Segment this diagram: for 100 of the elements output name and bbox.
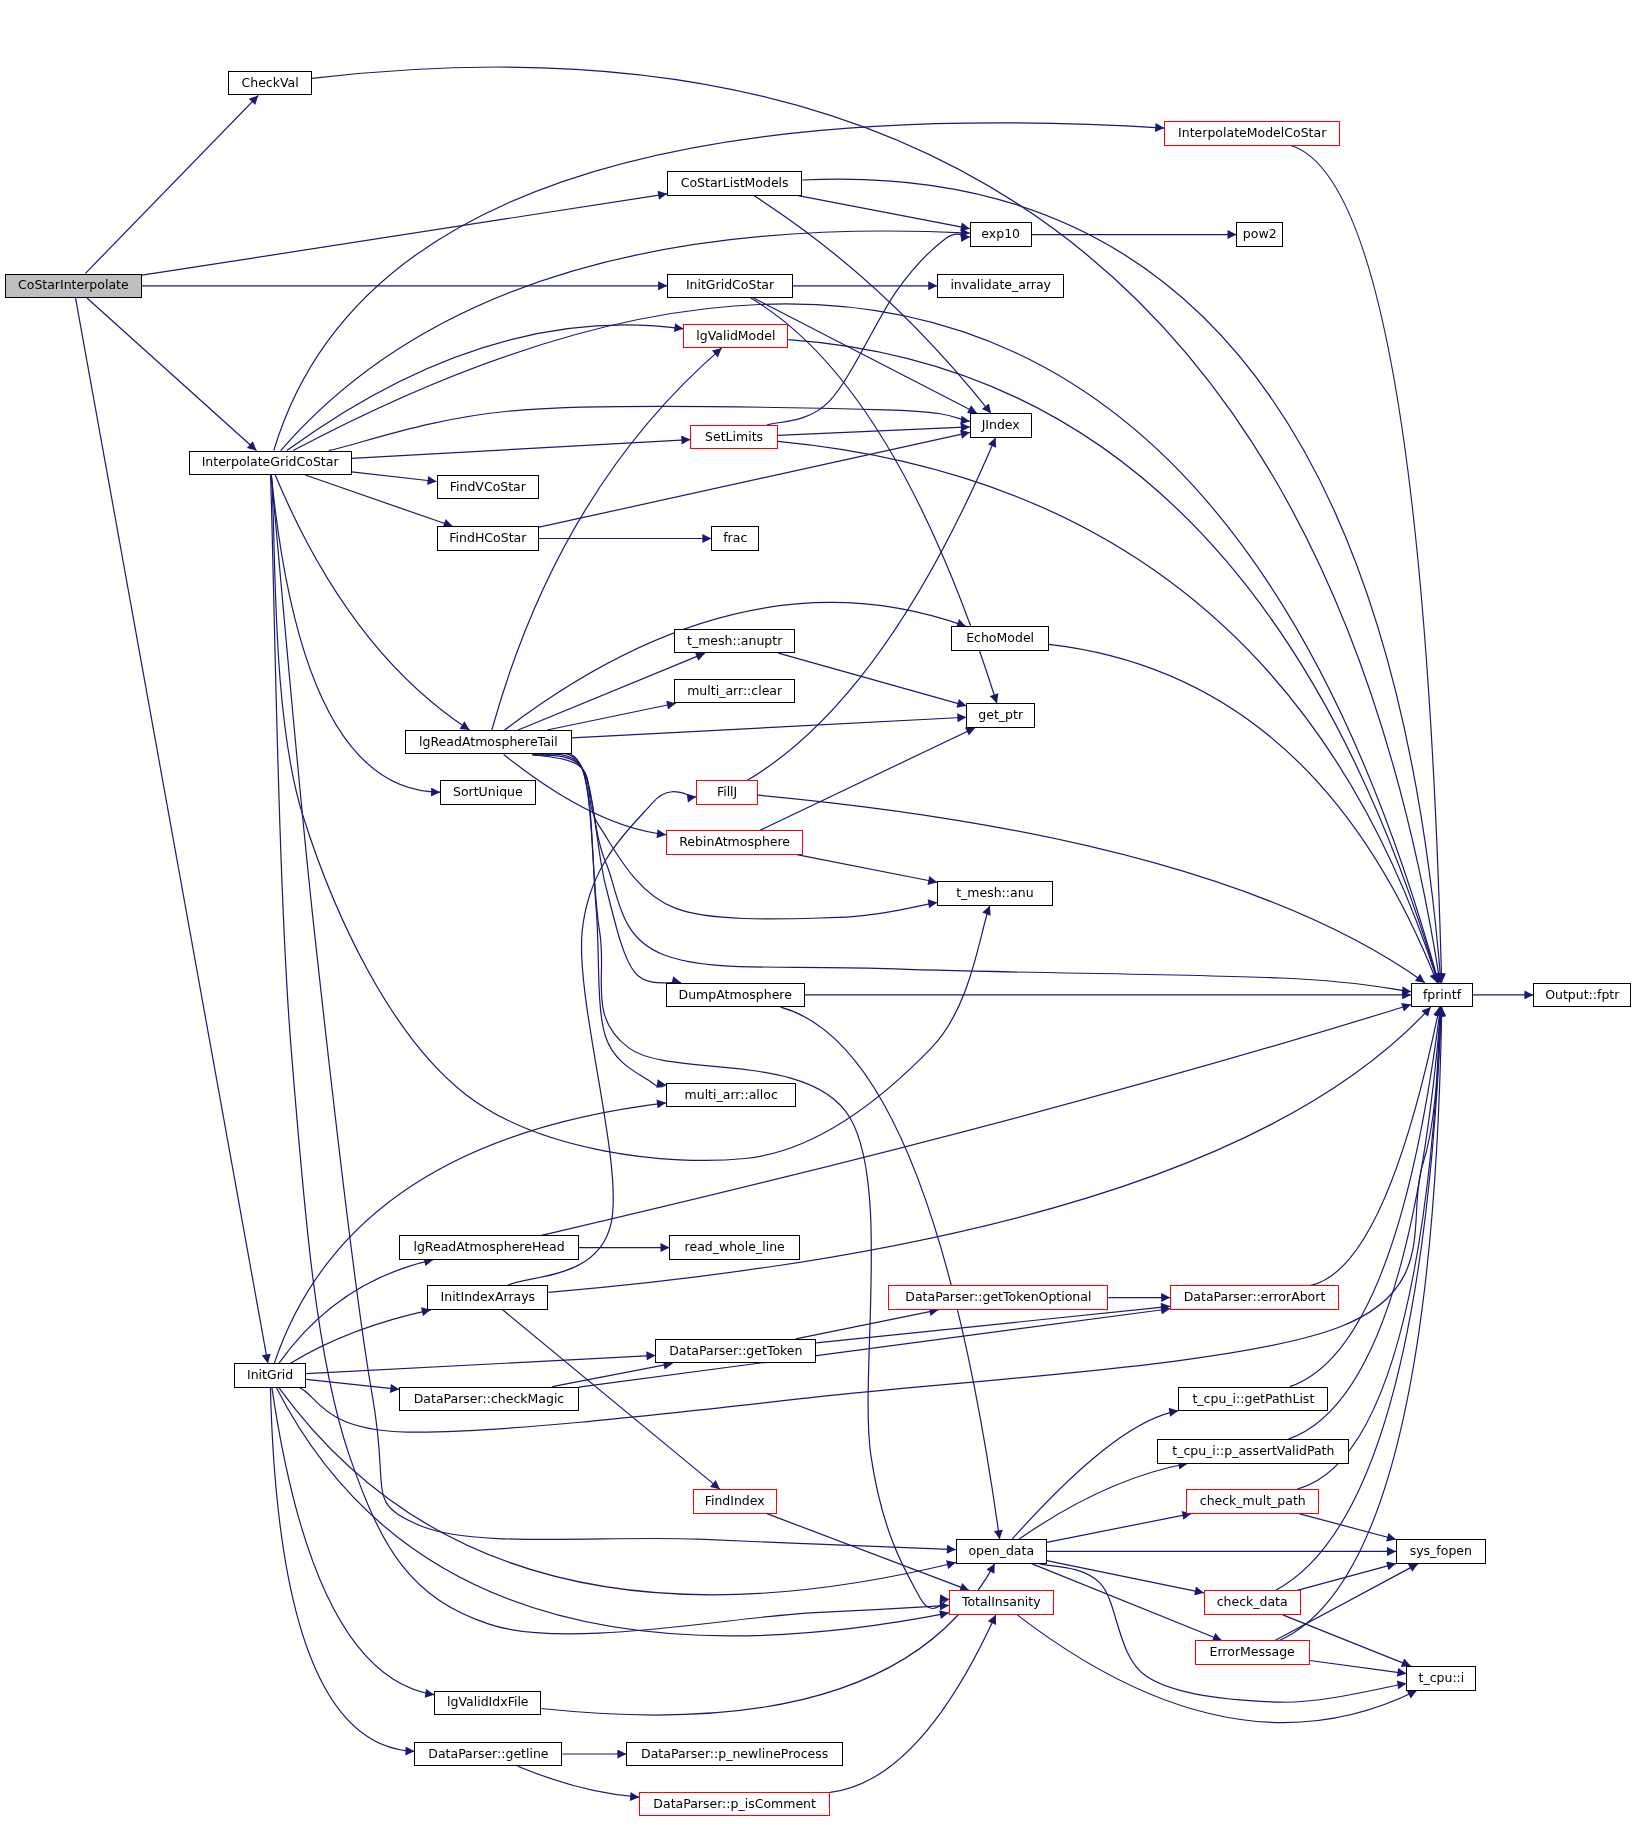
arrow <box>351 471 438 485</box>
arrow <box>278 1387 957 1595</box>
function-box: DataParser::checkMagic <box>399 1386 579 1412</box>
arrow <box>750 297 999 704</box>
arrow <box>1282 1614 1412 1667</box>
function-box: open_data <box>955 1539 1047 1564</box>
function-box: t_cpu::i <box>1406 1666 1477 1691</box>
arrow <box>777 652 967 708</box>
arrow <box>517 652 706 731</box>
arrow <box>1030 230 1238 240</box>
function-box: FindIndex <box>692 1489 777 1514</box>
function-box: CheckVal <box>228 71 312 96</box>
arrow <box>275 1387 950 1637</box>
arrow <box>286 323 685 452</box>
function-box: DataParser::getline <box>414 1741 563 1767</box>
arrow <box>1046 1510 1192 1543</box>
function-box: t_mesh::anu <box>937 881 1053 906</box>
arrow <box>311 66 1443 984</box>
arrow <box>1298 1513 1397 1542</box>
function-box: DataParser::getToken <box>655 1338 817 1364</box>
arrow <box>273 122 1165 452</box>
arrow <box>546 700 677 731</box>
arrow <box>280 228 971 452</box>
arrow <box>74 297 271 1364</box>
function-box: SetLimits <box>690 424 778 450</box>
function-box: DataParser::p_newlineProcess <box>626 1741 843 1767</box>
arrow <box>328 405 971 452</box>
arrow <box>777 422 971 436</box>
function-box: multi_arr::clear <box>674 678 796 704</box>
function-box: Output::fptr <box>1533 982 1632 1008</box>
function-box: t_cpu_i::getPathList <box>1178 1386 1329 1412</box>
arrow <box>1046 1546 1397 1556</box>
arrow <box>753 195 992 414</box>
arrow <box>540 1563 996 1716</box>
arrow <box>86 297 258 452</box>
arrow <box>502 1309 721 1490</box>
arrow <box>757 794 1426 984</box>
arrow <box>815 1302 1171 1344</box>
arrow <box>801 179 1445 984</box>
function-box: InitGridCoStar <box>667 273 793 299</box>
arrow <box>271 1387 435 1697</box>
arrow <box>571 713 967 739</box>
arrow <box>1274 1563 1419 1642</box>
arrow <box>747 437 997 781</box>
function-box: lgReadAtmosphereTail <box>405 730 572 755</box>
arrow <box>1016 1614 1418 1724</box>
arrow <box>503 753 667 838</box>
arrow <box>273 1099 667 1364</box>
arrow <box>491 347 723 731</box>
arrow <box>1048 643 1438 984</box>
function-box: check_mult_path <box>1186 1489 1320 1514</box>
arrow <box>578 1305 1171 1388</box>
function-box: FindVCoStar <box>436 475 540 500</box>
arrow <box>547 1006 1432 1293</box>
function-box: lgValidModel <box>683 323 789 349</box>
arrow <box>1046 1560 1205 1596</box>
arrow <box>759 727 976 831</box>
arrow <box>538 429 971 528</box>
function-box: InitGrid <box>234 1363 307 1388</box>
function-box: InitIndexArrays <box>427 1285 549 1310</box>
arrow <box>304 474 454 528</box>
arrow <box>1290 144 1446 984</box>
arrow <box>561 1749 627 1759</box>
arrow <box>503 602 967 731</box>
arrow <box>803 990 1412 1000</box>
arrow <box>84 94 259 275</box>
function-box: ErrorMessage <box>1194 1640 1310 1665</box>
function-box: exp10 <box>969 222 1032 247</box>
function-box: TotalInsanity <box>948 1590 1054 1615</box>
arrow <box>766 231 971 426</box>
arrow <box>779 1006 1003 1540</box>
arrow <box>269 1387 416 1755</box>
function-box: frac <box>711 526 760 551</box>
function-box: RebinAtmosphere <box>665 830 804 855</box>
function-box: get_ptr <box>966 703 1036 728</box>
arrow <box>305 1378 400 1393</box>
function-box: CoStarListModels <box>667 171 803 196</box>
function-box: t_cpu_i::p_assertValidPath <box>1157 1439 1350 1464</box>
arrow <box>538 534 712 543</box>
arrow <box>305 1351 657 1375</box>
function-box: pow2 <box>1236 222 1284 247</box>
function-box: InterpolateModelCoStar <box>1164 121 1341 146</box>
function-box: DumpAtmosphere <box>665 982 805 1008</box>
function-box: lgReadAtmosphereHead <box>399 1235 579 1260</box>
function-box: DataParser::p_isComment <box>639 1791 831 1817</box>
arrow <box>829 1614 997 1793</box>
function-box: SortUnique <box>440 780 536 805</box>
arrow <box>1107 1293 1171 1303</box>
function-box: fprintf <box>1411 982 1473 1008</box>
arrow <box>141 190 668 276</box>
arrow <box>531 753 938 920</box>
arrow <box>289 1307 432 1364</box>
function-box: CoStarInterpolate <box>4 273 143 299</box>
arrow <box>753 297 978 414</box>
function-box: sys_fopen <box>1396 1539 1486 1564</box>
arrow <box>1031 1563 1223 1642</box>
function-box: DataParser::getTokenOptional <box>888 1285 1109 1310</box>
arrow <box>792 281 938 291</box>
function-box: check_data <box>1203 1590 1301 1615</box>
function-box: DataParser::errorAbort <box>1170 1285 1339 1310</box>
